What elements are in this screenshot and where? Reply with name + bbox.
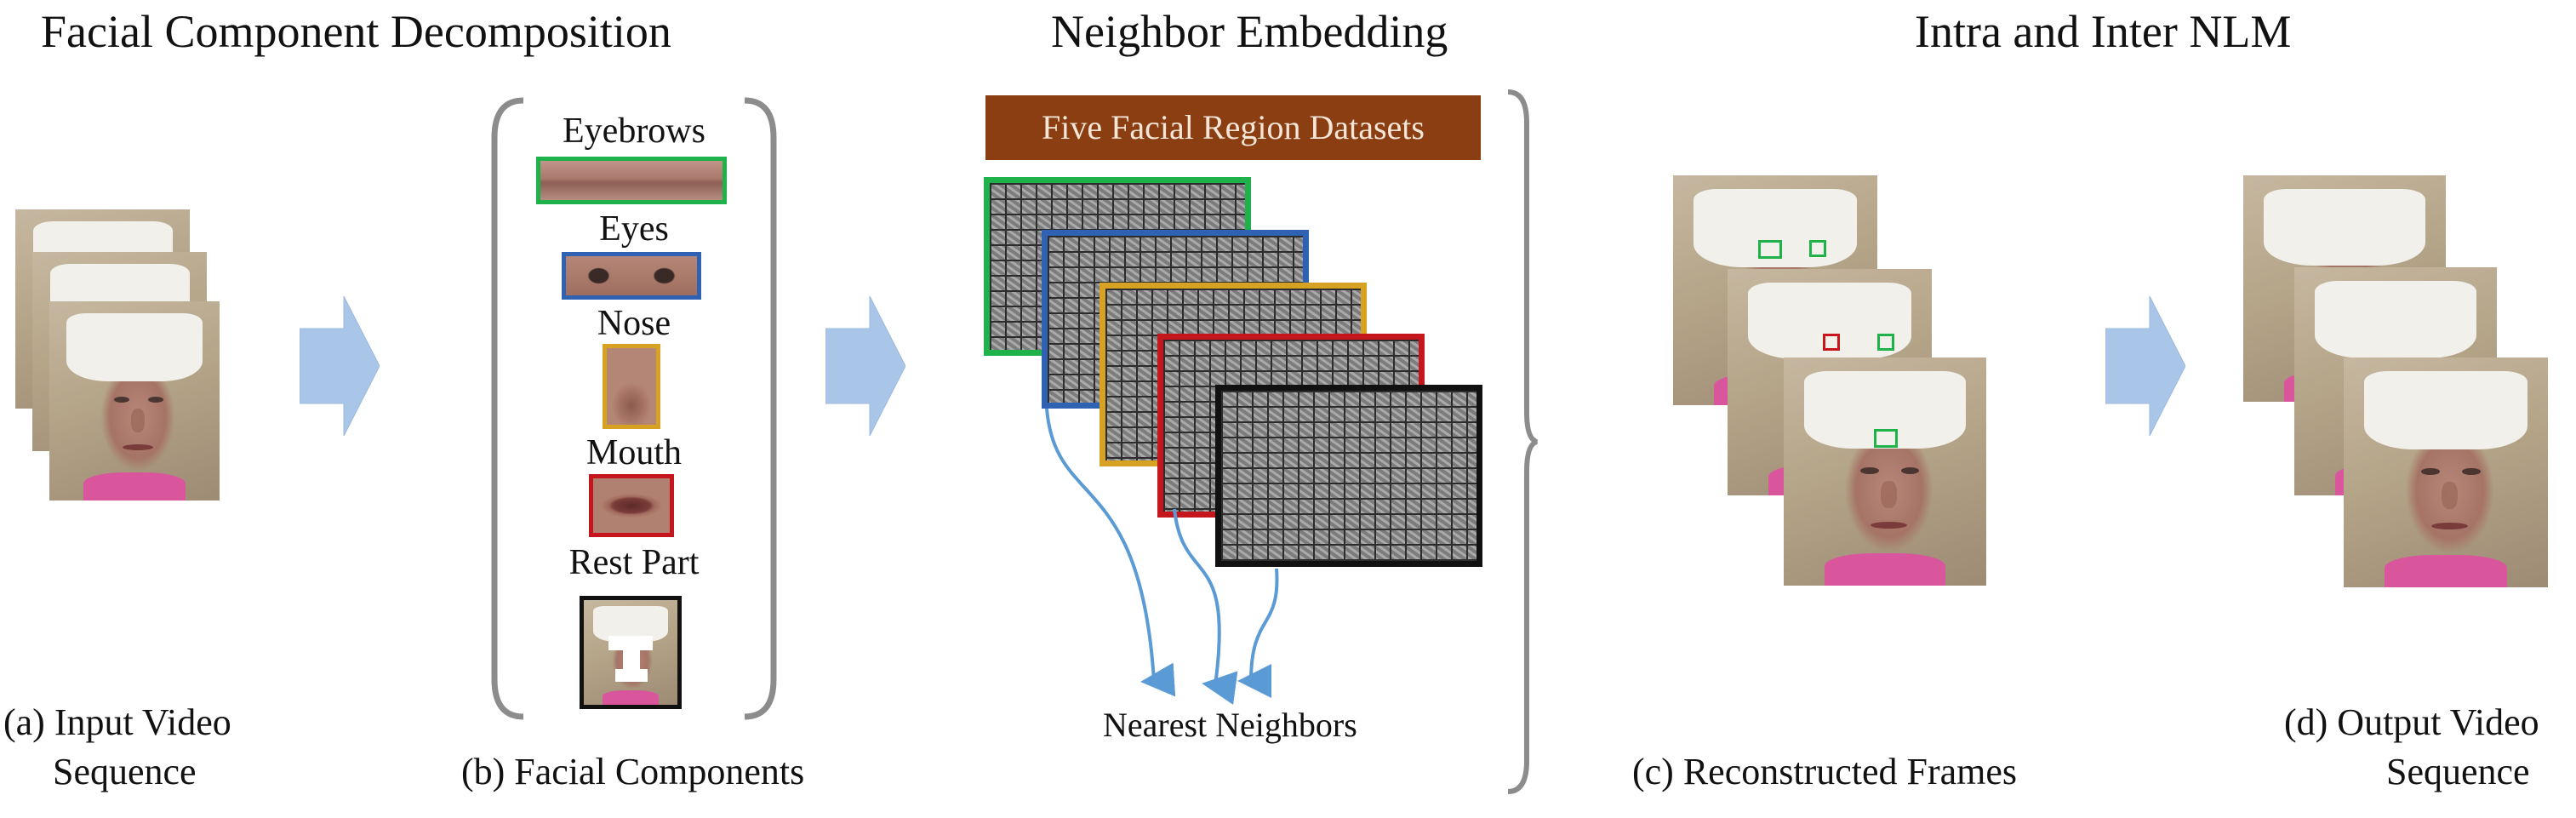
label-rest-part: Rest Part bbox=[568, 543, 700, 582]
component-rest-part bbox=[580, 596, 682, 709]
component-nose bbox=[603, 344, 660, 429]
process-arrow-1 bbox=[300, 296, 380, 436]
patch-marker bbox=[1877, 334, 1894, 351]
reconstructed-frame-3 bbox=[1784, 358, 1986, 586]
process-arrow-3 bbox=[2105, 296, 2185, 436]
curve-mouth bbox=[1173, 508, 1238, 705]
label-mouth: Mouth bbox=[585, 433, 682, 472]
label-eyes: Eyes bbox=[599, 209, 669, 249]
caption-c: (c) Reconstructed Frames bbox=[1632, 751, 2018, 792]
neighbor-curves bbox=[1045, 408, 1279, 705]
title-neighbor-embedding: Neighbor Embedding bbox=[1051, 6, 1448, 57]
nearest-neighbors-label: Nearest Neighbors bbox=[1103, 706, 1357, 744]
patch-marker bbox=[1874, 429, 1898, 448]
title-intra-inter-nlm: Intra and Inter NLM bbox=[1915, 6, 2292, 57]
title-facial-component-decomposition: Facial Component Decomposition bbox=[41, 6, 671, 57]
patch-marker bbox=[1758, 240, 1782, 259]
caption-d-line1: (d) Output Video bbox=[2284, 701, 2539, 743]
label-eyebrows: Eyebrows bbox=[563, 112, 705, 151]
curve-rest bbox=[1237, 568, 1279, 699]
embedding-bracket bbox=[1507, 89, 1539, 794]
output-frame-3 bbox=[2344, 358, 2548, 587]
component-eyes bbox=[562, 252, 701, 300]
label-nose: Nose bbox=[597, 304, 671, 343]
datasets-banner: Five Facial Region Datasets bbox=[985, 95, 1481, 160]
component-eyebrows bbox=[536, 157, 727, 204]
patch-marker bbox=[1823, 334, 1840, 351]
caption-a-line2: Sequence bbox=[53, 751, 197, 792]
process-arrow-2 bbox=[825, 296, 905, 436]
curve-eyes bbox=[1045, 408, 1176, 697]
caption-a-line1: (a) Input Video bbox=[3, 701, 231, 743]
caption-b: (b) Facial Components bbox=[461, 751, 805, 792]
dataset-panel-rest bbox=[1215, 385, 1482, 567]
caption-d-line2: Sequence bbox=[2386, 751, 2530, 792]
component-mouth bbox=[589, 474, 674, 537]
components-bracket bbox=[491, 97, 777, 720]
input-frame-3 bbox=[49, 301, 220, 501]
patch-marker bbox=[1809, 240, 1826, 257]
